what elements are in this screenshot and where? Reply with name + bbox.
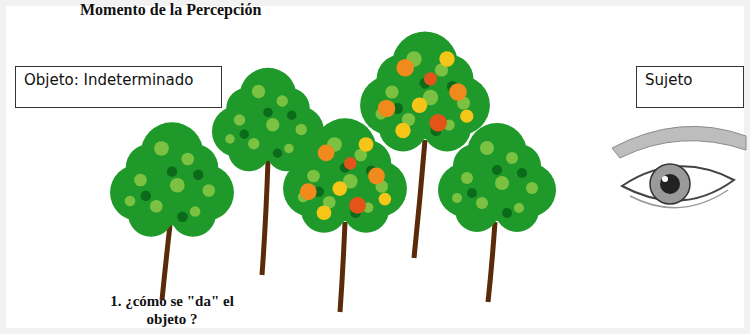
box-text: Sujeto — [645, 71, 735, 90]
eye — [612, 126, 746, 207]
text-box: Sujeto — [636, 66, 744, 108]
text-box: Objeto: Indeterminado — [15, 66, 222, 108]
tree — [110, 122, 234, 300]
question-label: 1. ¿cómo se "da" el objeto ? — [92, 292, 252, 328]
tree — [438, 123, 556, 302]
box-text: Objeto: Indeterminado — [24, 71, 213, 90]
tree — [283, 118, 407, 312]
diagram-title: Momento de la Percepción — [80, 1, 261, 19]
